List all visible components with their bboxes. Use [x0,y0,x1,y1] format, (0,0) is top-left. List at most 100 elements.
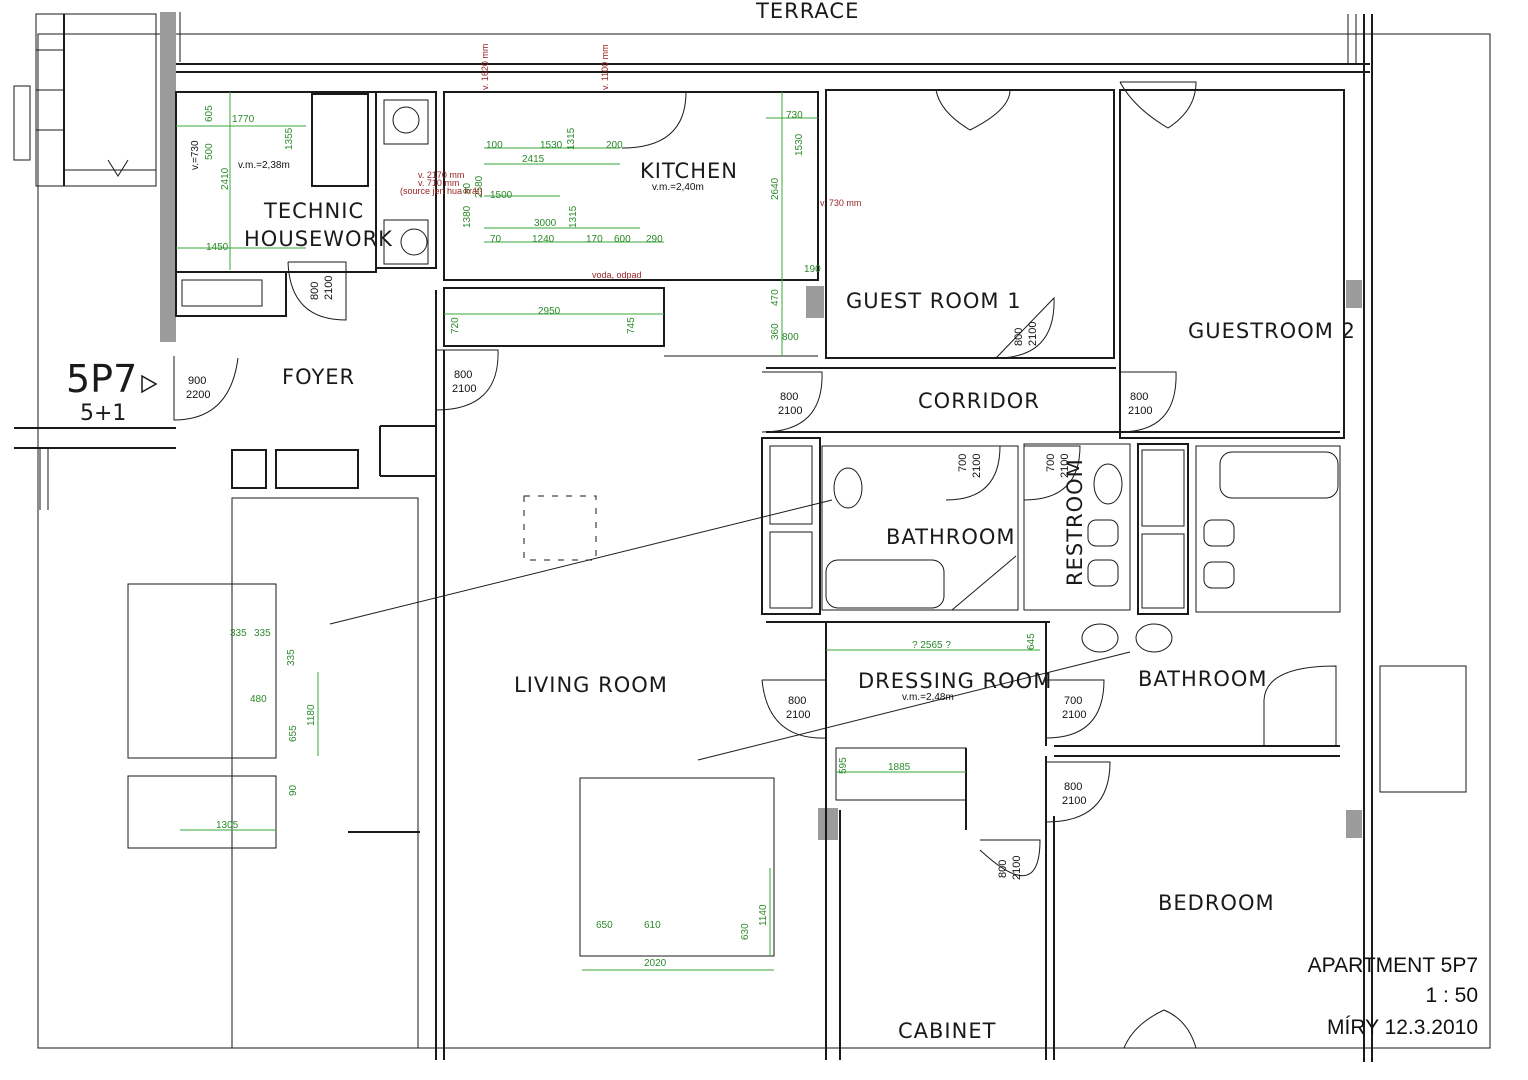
dim-label: 1770 [232,114,255,125]
door-height: 2100 [1059,454,1071,478]
door-width: 700 [1064,695,1082,707]
door-width: 800 [1064,781,1082,793]
room-label-housework: HOUSEWORK [244,227,393,251]
door-swings [173,81,1197,1049]
dim-label: 1380 [462,205,473,228]
washbasin-icon [1135,623,1173,653]
dim-label: 2410 [220,167,231,190]
door-height: 2100 [1027,322,1039,346]
door-height: 2200 [186,389,210,401]
kitchen-annotations: v. 2170 mm v. 710 mm (source jen hua krá… [400,44,861,280]
dim-label: 1530 [794,133,805,156]
door-height: 2100 [786,709,810,721]
dim-label: 3000 [534,218,557,229]
dim-label: 335 [254,628,271,639]
dim-label: 1315 [566,127,577,150]
ceiling-height-dressing: v.m.=2,48m [902,692,954,703]
room-label-technic: TECHNIC [263,199,364,223]
dim-label: 170 [586,234,603,245]
ceiling-height-technic: v.m.=2,38m [238,160,290,171]
apartment-layout: 5+1 [80,401,126,426]
room-label-corridor: CORRIDOR [918,389,1040,413]
dim-label: 645 [1026,633,1037,650]
door-width: 800 [454,369,472,381]
door-height: 2100 [971,454,983,478]
door-height: 2100 [1062,795,1086,807]
dim-label: 360 [770,323,781,340]
door-width: 700 [957,454,969,472]
dim-label: 610 [644,920,661,931]
room-label-bedroom: BEDROOM [1158,891,1275,915]
dim-label: 500 [204,143,215,160]
door-width: 700 [1045,454,1057,472]
door-width: 800 [1013,328,1025,346]
dim-label: 595 [838,757,849,774]
dim-label: ? 2565 ? [912,640,951,651]
room-label-bathroom-2: BATHROOM [1138,667,1268,691]
kitchen-note: voda, odpad [592,270,642,280]
dim-label: 1315 [568,205,579,228]
dim-label: 90 [288,784,299,796]
author-date: MÍRY 12.3.2010 [1327,1016,1478,1039]
dim-label: 200 [606,140,623,151]
dim-label: 100 [486,140,503,151]
dim-label: 720 [450,317,461,334]
kitchen-note: v. 710 mm [418,178,459,188]
dim-label: 2020 [644,958,667,969]
room-label-kitchen: KITCHEN [640,159,738,183]
room-label-living-room: LIVING ROOM [514,673,668,697]
door-width: 900 [188,375,206,387]
dim-label: 335 [230,628,247,639]
room-label-cabinet: CABINET [898,1019,996,1043]
door-height: 2100 [1128,405,1152,417]
dim-label: 600 [614,234,631,245]
dim-label: 480 [250,694,267,705]
interior-walls [127,89,1345,1060]
dim-label: 2950 [538,306,561,317]
dim-label: 90 [462,182,473,194]
kitchen-note: (source jen hua krát) [400,186,483,196]
dim-label: 1305 [216,820,239,831]
apartment-tag: 5P7 5+1 [66,357,158,426]
dim-label: 605 [204,105,215,122]
room-label-terrace: TERRACE [755,0,859,23]
door-width: 800 [309,282,321,300]
door-width: 800 [1130,391,1148,403]
dim-label: 1355 [284,127,295,150]
dim-label: 730 [786,110,803,121]
door-width: 800 [788,695,806,707]
dim-label: 800 [782,332,799,343]
kitchen-note: v. 2170 mm [418,170,464,180]
room-label-foyer: FOYER [282,365,355,389]
bidet-icon [1203,561,1235,589]
kitchen-note: v. 1620 mm [480,44,490,90]
dim-label: 1450 [206,242,229,253]
dim-label: 630 [740,923,751,940]
ceiling-height-kitchen: v.m.=2,40m [652,182,704,193]
bathtub-2 [1219,451,1339,499]
shower-door [1263,665,1337,746]
door-height: 2100 [323,276,335,300]
room-label-restroom: RESTROOM [1063,458,1087,586]
dimension-lines [176,92,1040,971]
title-block: APARTMENT 5P7 1 : 50 MÍRY 12.3.2010 [1308,954,1478,1039]
dim-label: 1180 [306,704,317,726]
drawing-frame [37,33,1491,1049]
dim-label: 1530 [540,140,563,151]
room-label-dressing-room: DRESSING ROOM [858,669,1052,693]
project-title: APARTMENT 5P7 [1308,954,1478,977]
fixtures [825,451,1339,746]
toilet-icon [1087,519,1119,547]
dim-label: 2580 [474,175,485,198]
exterior-walls [14,12,1467,1062]
staircase [13,13,157,187]
door-height: 2100 [452,383,476,395]
dim-label: 1885 [888,762,911,773]
bidet-icon [1087,559,1119,587]
dim-label: 190 [804,264,821,275]
room-label-bathroom-1: BATHROOM [886,525,1016,549]
dim-label: 335 [286,649,297,666]
washbasin-icon [1093,463,1123,505]
toilet-icon [1203,519,1235,547]
